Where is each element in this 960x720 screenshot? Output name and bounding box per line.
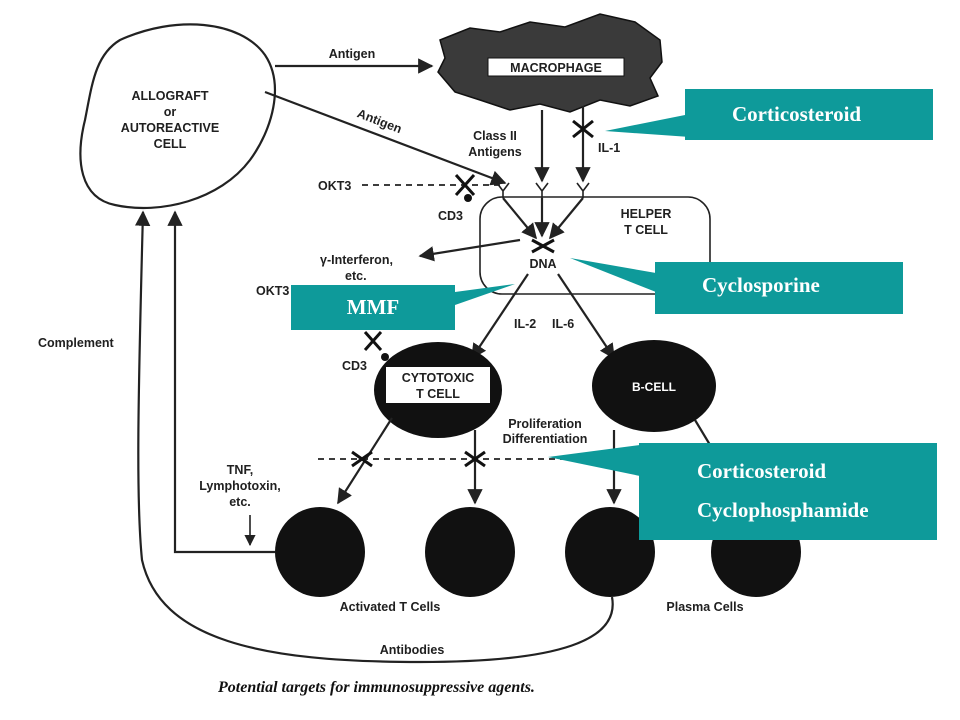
cytotoxic-label-1: CYTOTOXIC (402, 371, 474, 385)
callout-corticosteroid-top-text: Corticosteroid (732, 102, 862, 126)
okt3-top-block-x (454, 173, 476, 197)
interferon-label-1: γ-Interferon, (320, 253, 393, 267)
okt3-mid-label: OKT3 (256, 284, 289, 298)
interferon-arrow (418, 238, 521, 262)
macrophage-label: MACROPHAGE (510, 61, 602, 75)
activated-to-allograft (167, 210, 275, 554)
callout-bottom-line-2: Cyclophosphamide (697, 498, 869, 522)
okt3-top-dot (464, 194, 472, 202)
pointer-mmf (455, 284, 515, 305)
bcell-label: B-CELL (632, 380, 676, 394)
prolif-label-1: Proliferation (508, 417, 582, 431)
il1-label: IL-1 (598, 141, 620, 155)
figure-caption: Potential targets for immunosuppressive … (217, 679, 535, 696)
receptor-2 (535, 182, 549, 198)
antigen-arrow-diagonal (264, 90, 507, 186)
callout-cyclosporine: Cyclosporine (655, 262, 903, 314)
activated-label: Activated T Cells (340, 600, 441, 614)
dna-to-bcell (557, 273, 615, 360)
prolif-label-2: Differentiation (503, 432, 588, 446)
receptor-3 (576, 182, 590, 198)
activated-block-x-1 (351, 450, 373, 468)
dna-to-cytotoxic (471, 273, 529, 360)
cd3-top-label: CD3 (438, 209, 463, 223)
class2-label-1: Class II (473, 129, 517, 143)
callout-mmf: MMF (291, 285, 455, 330)
callout-mmf-text: MMF (346, 295, 400, 319)
tnf-label-3: etc. (229, 495, 251, 509)
activated-block-x-2 (464, 450, 486, 468)
cd3-mid-dot (381, 353, 389, 361)
allograft-label-1: ALLOGRAFT (131, 89, 208, 103)
complement-label: Complement (38, 336, 115, 350)
macrophage-label-box (487, 57, 625, 77)
antigen-diag-label: Antigen (355, 106, 403, 136)
activated-t-cell-1 (275, 507, 365, 597)
tnf-label-2: Lymphotoxin, (199, 479, 280, 493)
activated-t-cell-2 (425, 507, 515, 597)
allograft-label-2: or (164, 105, 177, 119)
callout-corticosteroid-top: Corticosteroid (685, 89, 933, 140)
pointer-bottom (548, 445, 640, 476)
tnf-label-1: TNF, (227, 463, 253, 477)
okt3-top-label: OKT3 (318, 179, 351, 193)
interferon-label-2: etc. (345, 269, 367, 283)
helper-label-2: T CELL (624, 223, 668, 237)
antigen-top-label: Antigen (329, 47, 376, 61)
allograft-label-4: CELL (154, 137, 187, 151)
allograft-label-3: AUTOREACTIVE (121, 121, 219, 135)
callout-cyclosporine-text: Cyclosporine (702, 273, 820, 297)
pointer-corticosteroid-top (605, 114, 690, 137)
allograft-cell-shape (79, 23, 276, 210)
class2-label-2: Antigens (468, 145, 522, 159)
il1-block-x (572, 119, 594, 139)
plasma-label: Plasma Cells (666, 600, 743, 614)
cd3-mid-block-x (363, 331, 383, 351)
pointer-cyclosporine (570, 258, 656, 292)
callout-corticosteroid-cyclophosphamide: Corticosteroid Cyclophosphamide (639, 443, 937, 540)
callout-bottom-line-1: Corticosteroid (697, 459, 827, 483)
dna-label: DNA (529, 257, 556, 271)
antibodies-loop (134, 210, 614, 664)
receptor1-to-dna (502, 197, 537, 240)
il6-label: IL-6 (552, 317, 574, 331)
b-cell (592, 340, 716, 432)
plasma-cell-1 (565, 507, 655, 597)
helper-label-1: HELPER (621, 207, 672, 221)
cytotoxic-label-box (386, 367, 490, 403)
cd3-mid-label: CD3 (342, 359, 367, 373)
il2-label: IL-2 (514, 317, 536, 331)
antibodies-label: Antibodies (380, 643, 445, 657)
dna-block-x (531, 238, 555, 254)
cytotoxic-label-2: T CELL (416, 387, 460, 401)
receptor3-to-dna (549, 197, 584, 240)
